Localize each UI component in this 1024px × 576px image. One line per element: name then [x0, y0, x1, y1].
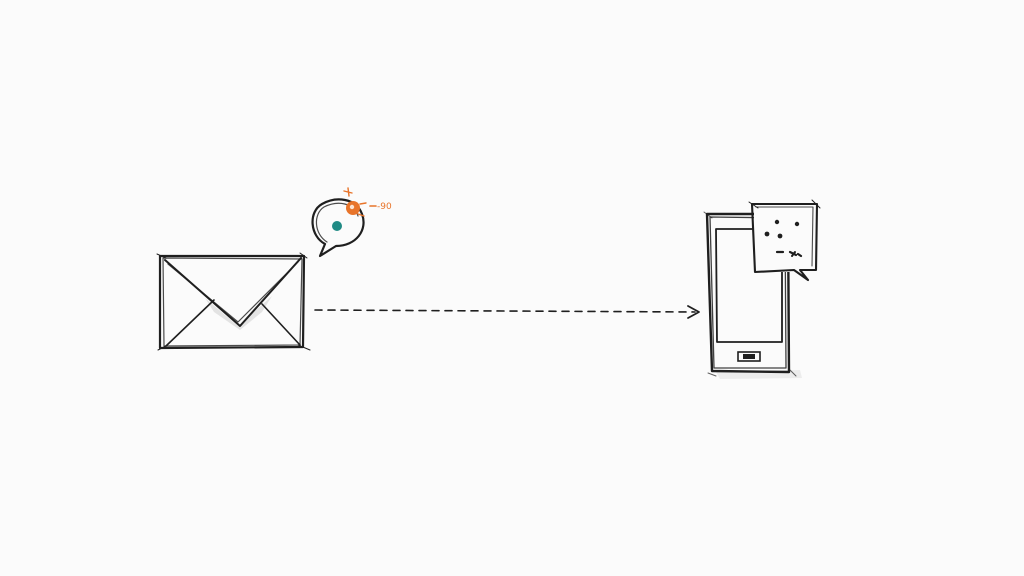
dashed-arrow [314, 305, 700, 319]
envelope-icon [156, 252, 311, 351]
message-bubble-icon [748, 199, 821, 282]
notification-mark: -90 [377, 202, 392, 212]
status-dot-icon [332, 221, 342, 231]
chat-bubble-icon: -90 [311, 187, 392, 258]
